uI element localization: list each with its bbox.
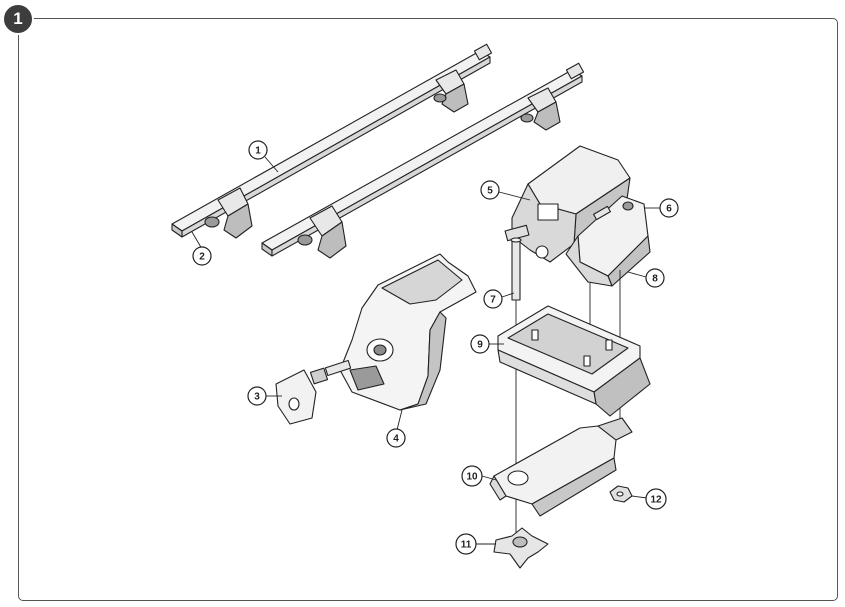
callout-label: 10	[466, 472, 478, 483]
clamp-bracket	[489, 417, 633, 517]
foot-front-back	[433, 69, 469, 113]
callout-1: 1	[248, 140, 268, 160]
hex-nut	[609, 485, 633, 503]
bolt	[510, 237, 522, 301]
diagram-frame	[18, 18, 838, 601]
callout-label: 7	[490, 295, 496, 306]
callout-10: 10	[461, 465, 483, 487]
callout-9: 9	[470, 334, 490, 354]
callout-7: 7	[483, 289, 503, 309]
crossbar-rear	[261, 62, 585, 259]
callout-12: 12	[645, 488, 667, 510]
callout-label: 6	[666, 204, 672, 215]
clamp-wedge	[565, 195, 651, 287]
callout-label: 8	[652, 274, 658, 285]
foot-front-front	[204, 187, 253, 239]
callout-label: 4	[393, 434, 399, 445]
step-number-badge: 1	[2, 3, 34, 35]
callout-label: 5	[487, 186, 493, 197]
foot-cover	[339, 253, 477, 411]
callout-label: 9	[477, 340, 483, 351]
callout-2: 2	[192, 246, 212, 266]
callout-11: 11	[455, 533, 477, 555]
rubber-pad	[497, 305, 651, 417]
callout-label: 1	[255, 146, 261, 157]
lock-key	[275, 359, 352, 425]
foot-rear-back	[520, 87, 561, 131]
callout-label: 3	[254, 392, 260, 403]
crossbar-front	[171, 43, 493, 239]
callout-3: 3	[247, 386, 267, 406]
tension-knob	[493, 527, 549, 569]
leader-lines	[191, 156, 660, 545]
callout-8: 8	[645, 268, 665, 288]
callout-label: 2	[199, 252, 205, 263]
callout-5: 5	[480, 180, 500, 200]
callout-label: 11	[461, 540, 472, 551]
callout-4: 4	[386, 428, 406, 448]
foot-rear-front	[297, 205, 347, 259]
callout-label: 12	[650, 495, 662, 506]
callout-6: 6	[659, 198, 679, 218]
